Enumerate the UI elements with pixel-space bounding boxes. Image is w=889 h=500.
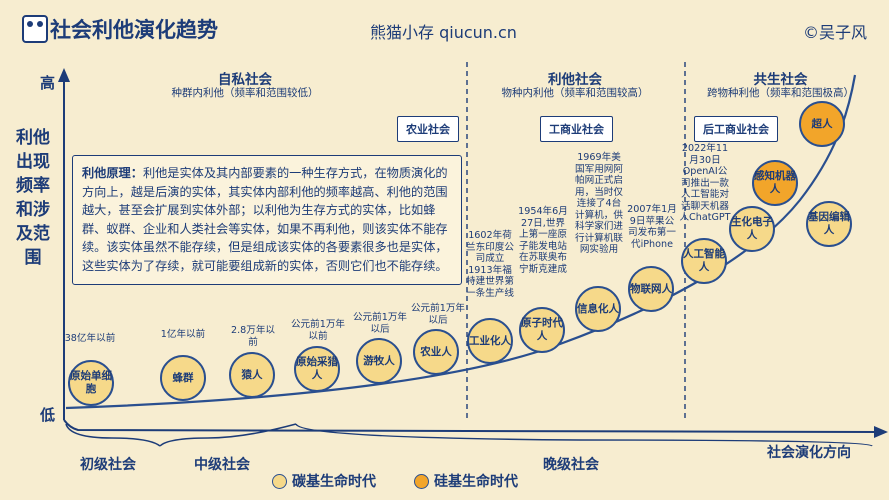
principle-box: 利他原理：利他是实体及其内部要素的一种生存方式，在物质演化的方向上，越是后演的实… xyxy=(72,155,462,285)
x-axis-line xyxy=(63,419,881,433)
era-tag-postindustrial: 后工商业社会 xyxy=(694,116,778,142)
node-hunter-gatherer: 原始采猎人 xyxy=(294,346,340,392)
node-superhuman: 超人 xyxy=(799,101,845,147)
legend-carbon: 碳基生命时代 xyxy=(272,471,376,491)
node-farmer: 农业人 xyxy=(413,329,459,375)
era-title-symbiotic: 共生社会 xyxy=(753,72,808,88)
page-title: 社会利他演化趋势 xyxy=(50,18,218,42)
stage-brace-1b xyxy=(159,423,297,447)
node-biochemical: 生化电子人 xyxy=(729,206,775,252)
y-axis-arrow-icon xyxy=(58,68,70,82)
node-note-7: 1602年荷兰东印度公司成立1913年福特建世界第一条生产线 xyxy=(466,230,514,299)
era-tag-agricultural: 农业社会 xyxy=(397,116,459,142)
x-axis-arrow-icon xyxy=(874,426,888,438)
principle-text: 利他是实体及其内部要素的一种生存方式，在物质演化的方向上，越是后演的实体，其实体… xyxy=(82,166,448,273)
legend-carbon-label: 碳基生命时代 xyxy=(292,474,376,490)
node-note-9: 1969年美国军用网阿帕网正式启用，当时仅连接了4台计算机，供科学家们进行计算机… xyxy=(575,152,623,255)
node-note-8: 1954年6月27日,世界上第一座原子能发电站在苏联奥布宁斯克建成 xyxy=(518,206,568,275)
node-note-10: 2007年1月9日苹果公司发布第一代iPhone xyxy=(627,204,677,250)
site-name: 熊猫小存 qiucun.cn xyxy=(370,23,517,42)
node-gene-edited: 基因编辑人 xyxy=(806,201,852,247)
node-note-11: 2022年11月30日OpenAI公司推出一款人工智能对话聊天机器人ChatGP… xyxy=(679,143,731,223)
node-industrial: 工业化人 xyxy=(467,318,513,364)
era-subtitle-altruistic: 物种内利他（频率和范围较高） xyxy=(501,87,649,99)
x-axis-label: 社会演化方向 xyxy=(767,445,851,461)
y-axis-label: 利他出现频率和涉及范围 xyxy=(16,128,50,268)
legend-silicon-swatch xyxy=(414,473,429,489)
copyright: ©吴子风 xyxy=(802,23,867,42)
node-sentient-robot: 感知机器人 xyxy=(752,160,798,206)
stage-middle: 中级社会 xyxy=(194,457,250,473)
evolution-curve xyxy=(65,74,857,410)
stage-late: 晚级社会 xyxy=(543,457,599,473)
node-atomic-age: 原子时代人 xyxy=(519,307,565,353)
y-tick-high: 高 xyxy=(40,74,56,92)
node-bee-colony: 蜂群 xyxy=(160,355,206,401)
legend-carbon-swatch xyxy=(272,473,287,489)
legend-silicon: 硅基生命时代 xyxy=(414,471,518,491)
legend-silicon-label: 硅基生命时代 xyxy=(434,474,518,490)
panda-logo-icon xyxy=(22,15,48,43)
node-note-6: 公元前1万年以后 xyxy=(410,303,466,326)
node-ai: 人工智能人 xyxy=(681,238,727,284)
y-tick-low: 低 xyxy=(40,406,56,424)
node-ape-man: 猿人 xyxy=(229,352,275,398)
node-information: 信息化人 xyxy=(575,286,621,332)
stage-brace-1 xyxy=(65,423,161,447)
node-iot: 物联网人 xyxy=(628,266,674,312)
era-title-selfish: 自私社会 xyxy=(218,72,272,88)
node-note-2: 1亿年以前 xyxy=(160,329,206,340)
principle-label: 利他原理： xyxy=(82,166,143,180)
node-note-1: 38亿年以前 xyxy=(64,333,116,344)
era-subtitle-symbiotic: 跨物种利他（频率和范围极高） xyxy=(707,87,854,99)
stage-primary: 初级社会 xyxy=(80,457,136,473)
node-nomad: 游牧人 xyxy=(356,338,402,384)
node-note-4: 公元前1万年以前 xyxy=(290,319,346,342)
node-note-5: 公元前1万年以后 xyxy=(352,312,408,335)
era-tag-industrial: 工商业社会 xyxy=(540,116,613,142)
stage-brace-2 xyxy=(295,423,873,447)
node-note-3: 2.8万年以前 xyxy=(230,325,276,348)
node-primitive-cell: 原始单细胞 xyxy=(68,360,114,406)
era-subtitle-selfish: 种群内利他（频率和范围较低） xyxy=(171,87,319,99)
era-title-altruistic: 利他社会 xyxy=(548,72,602,88)
